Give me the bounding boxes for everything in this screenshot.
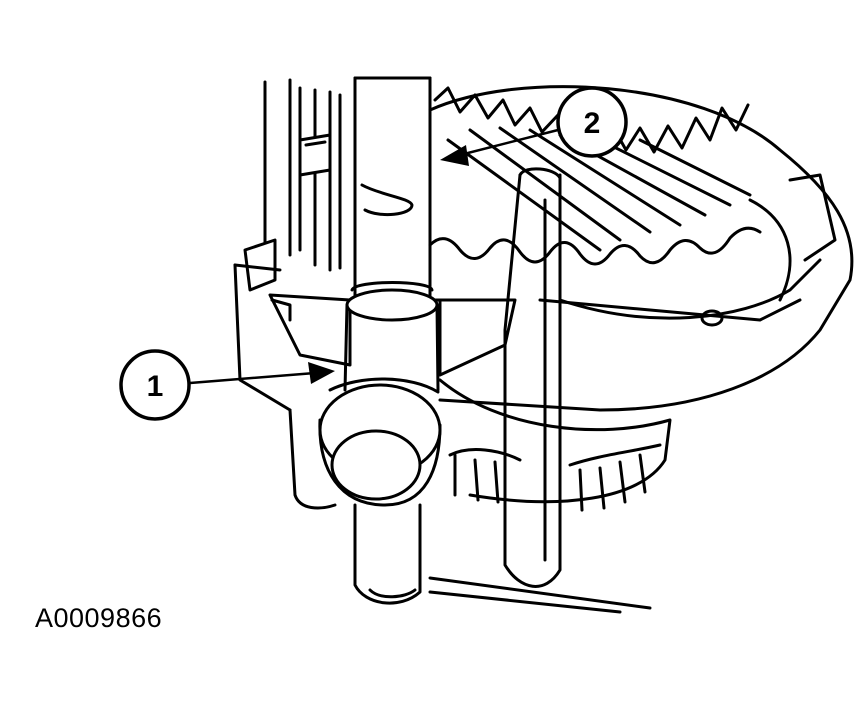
left-shaft <box>263 78 342 272</box>
fork-boss <box>318 377 442 605</box>
callout-1-label: 1 <box>147 370 164 403</box>
shift-fork <box>268 281 517 392</box>
shift-rail <box>353 76 432 302</box>
callout-2: 2 <box>440 86 628 166</box>
callout-2-label: 2 <box>584 107 601 140</box>
figure-id: A0009866 <box>35 603 163 633</box>
callout-1: 1 <box>119 349 335 421</box>
right-shaft <box>503 167 562 588</box>
